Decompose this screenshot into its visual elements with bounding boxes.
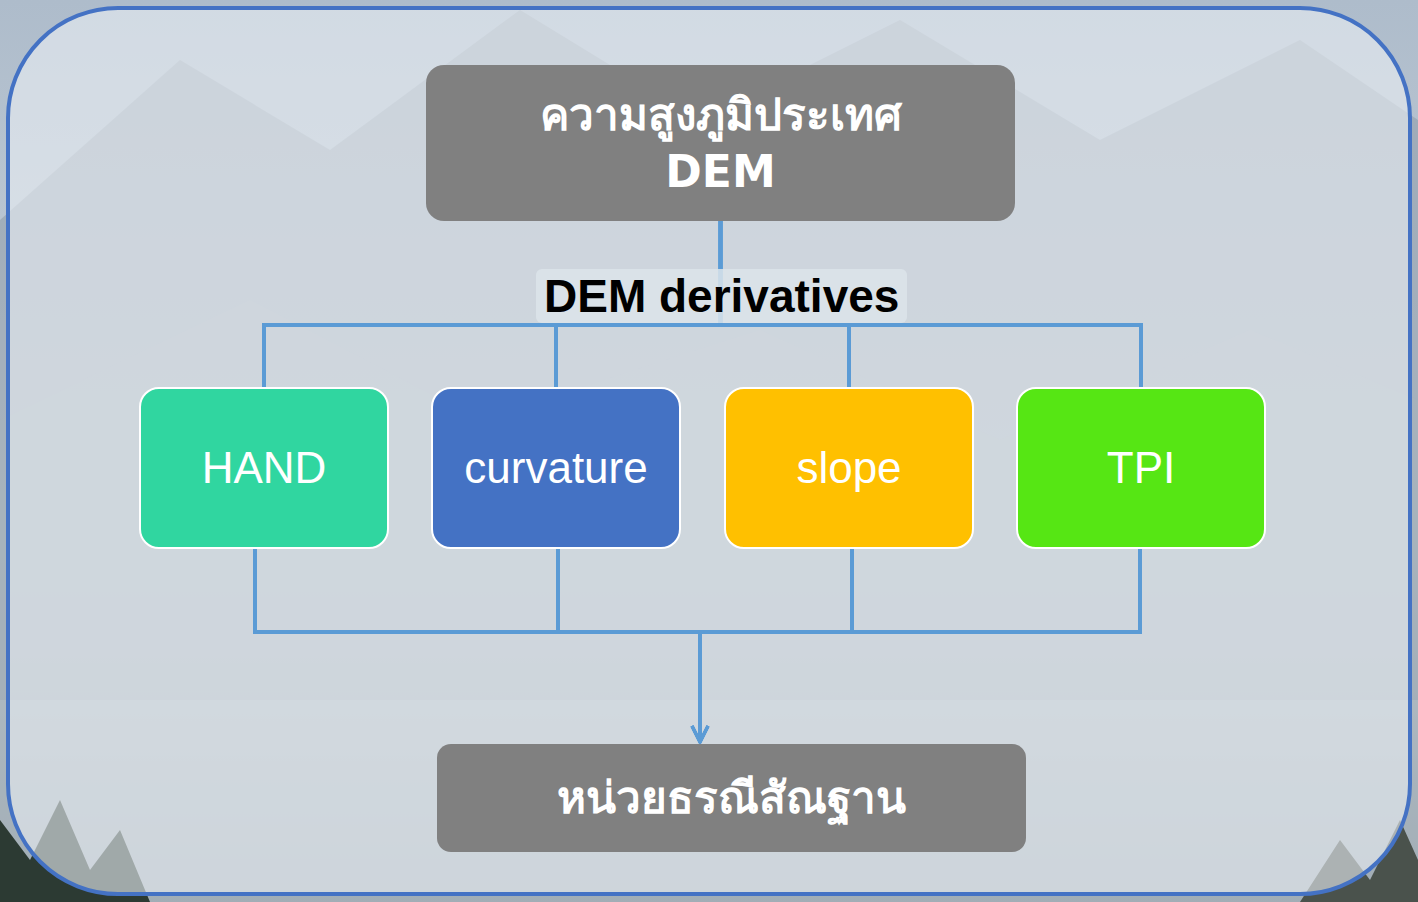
node-text: HAND: [202, 439, 327, 496]
derivative-box: HAND: [139, 387, 389, 549]
connector: [700, 549, 852, 742]
section-label: DEM derivatives: [536, 269, 907, 323]
connector: [255, 549, 700, 742]
derivative-box: slope: [724, 387, 974, 549]
connector: [558, 549, 700, 742]
node-text: ความสูงภูมิประเทศ: [540, 86, 902, 143]
derivative-box: curvature: [431, 387, 681, 549]
source-box: ความสูงภูมิประเทศDEM: [426, 65, 1015, 221]
result-box: หน่วยธรณีสัณฐาน: [437, 744, 1026, 852]
node-text: DEM: [665, 143, 775, 200]
derivative-box: TPI: [1016, 387, 1266, 549]
node-text: หน่วยธรณีสัณฐาน: [557, 769, 906, 826]
frame-border: [8, 8, 1410, 894]
node-text: slope: [796, 439, 901, 496]
connector: [700, 549, 1140, 742]
node-text: TPI: [1107, 439, 1175, 496]
node-text: curvature: [464, 439, 647, 496]
